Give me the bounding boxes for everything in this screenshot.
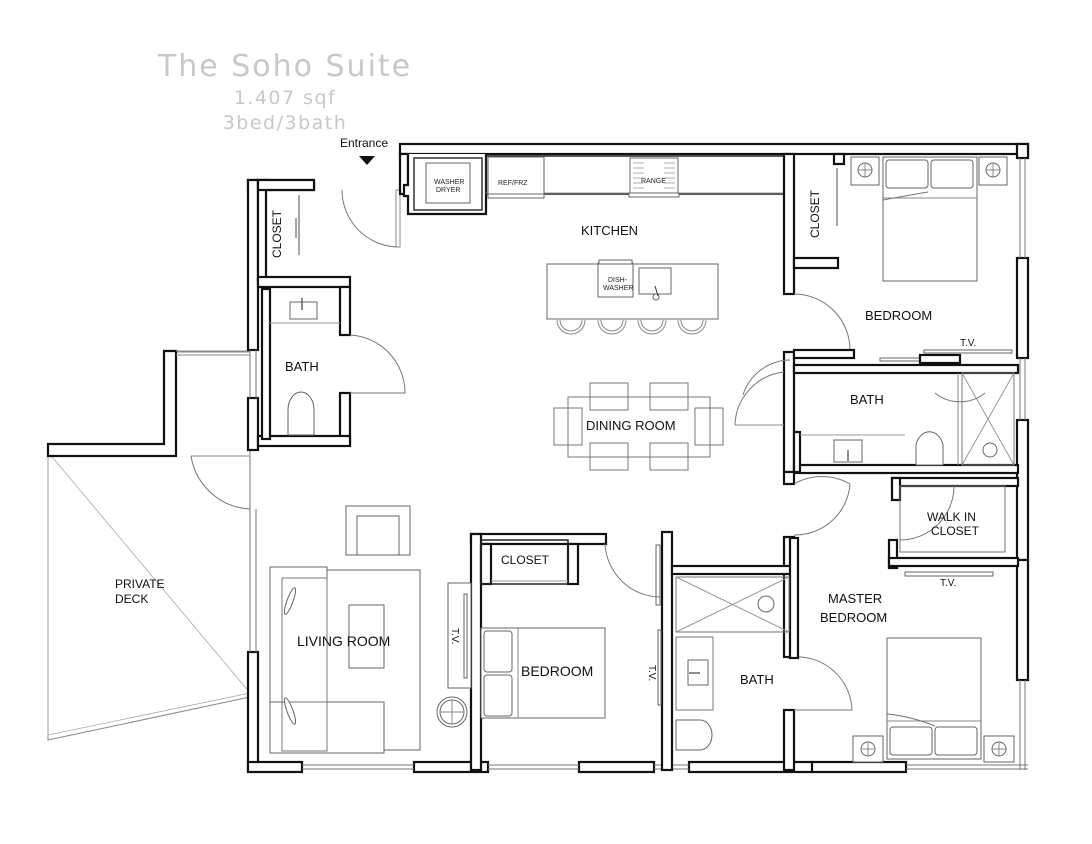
plan-title-block: The Soho Suite 1.407 sqf 3bed/3bath — [120, 48, 450, 136]
closet-west-label: CLOSET — [270, 209, 284, 258]
bedroom-center: CLOSET BEDROOM — [469, 532, 661, 772]
bath-south: BATH T.V. — [646, 530, 800, 772]
bath-south-label: BATH — [740, 672, 774, 687]
walk-in-closet: WALK IN CLOSET — [887, 476, 1020, 570]
kitchen-label: KITCHEN — [581, 223, 638, 238]
svg-text:REF/FRZ: REF/FRZ — [498, 180, 528, 187]
deck-label-1: PRIVATE — [115, 577, 165, 591]
plan-title: The Soho Suite — [157, 49, 413, 84]
closet-ne-label: CLOSET — [808, 189, 822, 238]
bedroom-ne-door — [793, 293, 851, 351]
tv-icon — [657, 629, 662, 706]
coffee-table — [348, 604, 385, 669]
bedroom-center-label: BEDROOM — [521, 663, 593, 679]
tv-icon — [463, 593, 468, 679]
plan-layout: 3bed/3bath — [222, 112, 348, 134]
tv-icon — [923, 349, 1013, 354]
master-bedroom: T.V. MASTER BEDROOM — [782, 470, 1015, 772]
toilet-icon — [675, 719, 713, 751]
washer-dryer — [425, 162, 471, 204]
svg-text:DRYER: DRYER — [436, 187, 460, 194]
bath-east-label: BATH — [850, 392, 884, 407]
bedroom-ne: CLOSET BEDROOM T.V. — [782, 152, 1013, 474]
island-sink — [638, 267, 672, 295]
bath-west-door — [349, 334, 406, 394]
living-room: LIVING ROOM T.V. — [269, 505, 472, 754]
plan-area: 1.407 sqf — [233, 87, 337, 109]
master-closet-door — [793, 475, 851, 485]
west-closet: CLOSET — [256, 178, 352, 289]
tv-master-label: T.V. — [940, 578, 956, 589]
deck-wall — [46, 349, 178, 458]
bath-west-label: BATH — [285, 359, 319, 374]
bath-east: BATH — [734, 359, 1020, 475]
entrance-door-swing — [341, 189, 400, 248]
bedroom-center-door — [604, 543, 661, 598]
svg-text:RANGE: RANGE — [641, 178, 666, 185]
walkin-label-2: CLOSET — [931, 524, 980, 538]
private-deck: PRIVATE DECK — [46, 349, 251, 741]
west-bath: BATH — [256, 285, 406, 448]
tv-ne-label: T.V. — [960, 338, 976, 349]
refrigerator — [487, 156, 545, 195]
living-label: LIVING ROOM — [297, 633, 390, 649]
toilet-icon — [287, 391, 315, 436]
toilet-icon — [915, 431, 944, 466]
down-triangle-icon — [359, 156, 375, 165]
svg-text:DISH-: DISH- — [608, 277, 628, 284]
sink-icon — [289, 301, 318, 320]
svg-text:WASHER: WASHER — [434, 179, 464, 186]
svg-text:WASHER: WASHER — [603, 285, 633, 292]
entrance-label: Entrance — [340, 136, 388, 150]
bath-east-door — [742, 359, 791, 396]
dining-label: DINING ROOM — [586, 418, 676, 433]
kitchen: WASHER DRYER REF/FRZ RANGE KITCHEN DISH-… — [402, 154, 785, 335]
master-label-2: BEDROOM — [820, 610, 887, 625]
dining-room: DINING ROOM — [553, 382, 724, 471]
deck-label-2: DECK — [115, 592, 148, 606]
bedroom-ne-label: BEDROOM — [865, 308, 932, 323]
walkin-label-1: WALK IN — [927, 510, 976, 524]
master-door-swing — [793, 656, 853, 711]
bar-stools — [556, 319, 707, 335]
tv-living-label: T.V. — [449, 628, 460, 644]
deck-door-swing — [190, 455, 251, 510]
tv-icon — [904, 571, 994, 577]
tv-center-label: T.V. — [646, 665, 657, 681]
master-label-1: MASTER — [828, 591, 882, 606]
closet-center-label: CLOSET — [501, 553, 550, 567]
